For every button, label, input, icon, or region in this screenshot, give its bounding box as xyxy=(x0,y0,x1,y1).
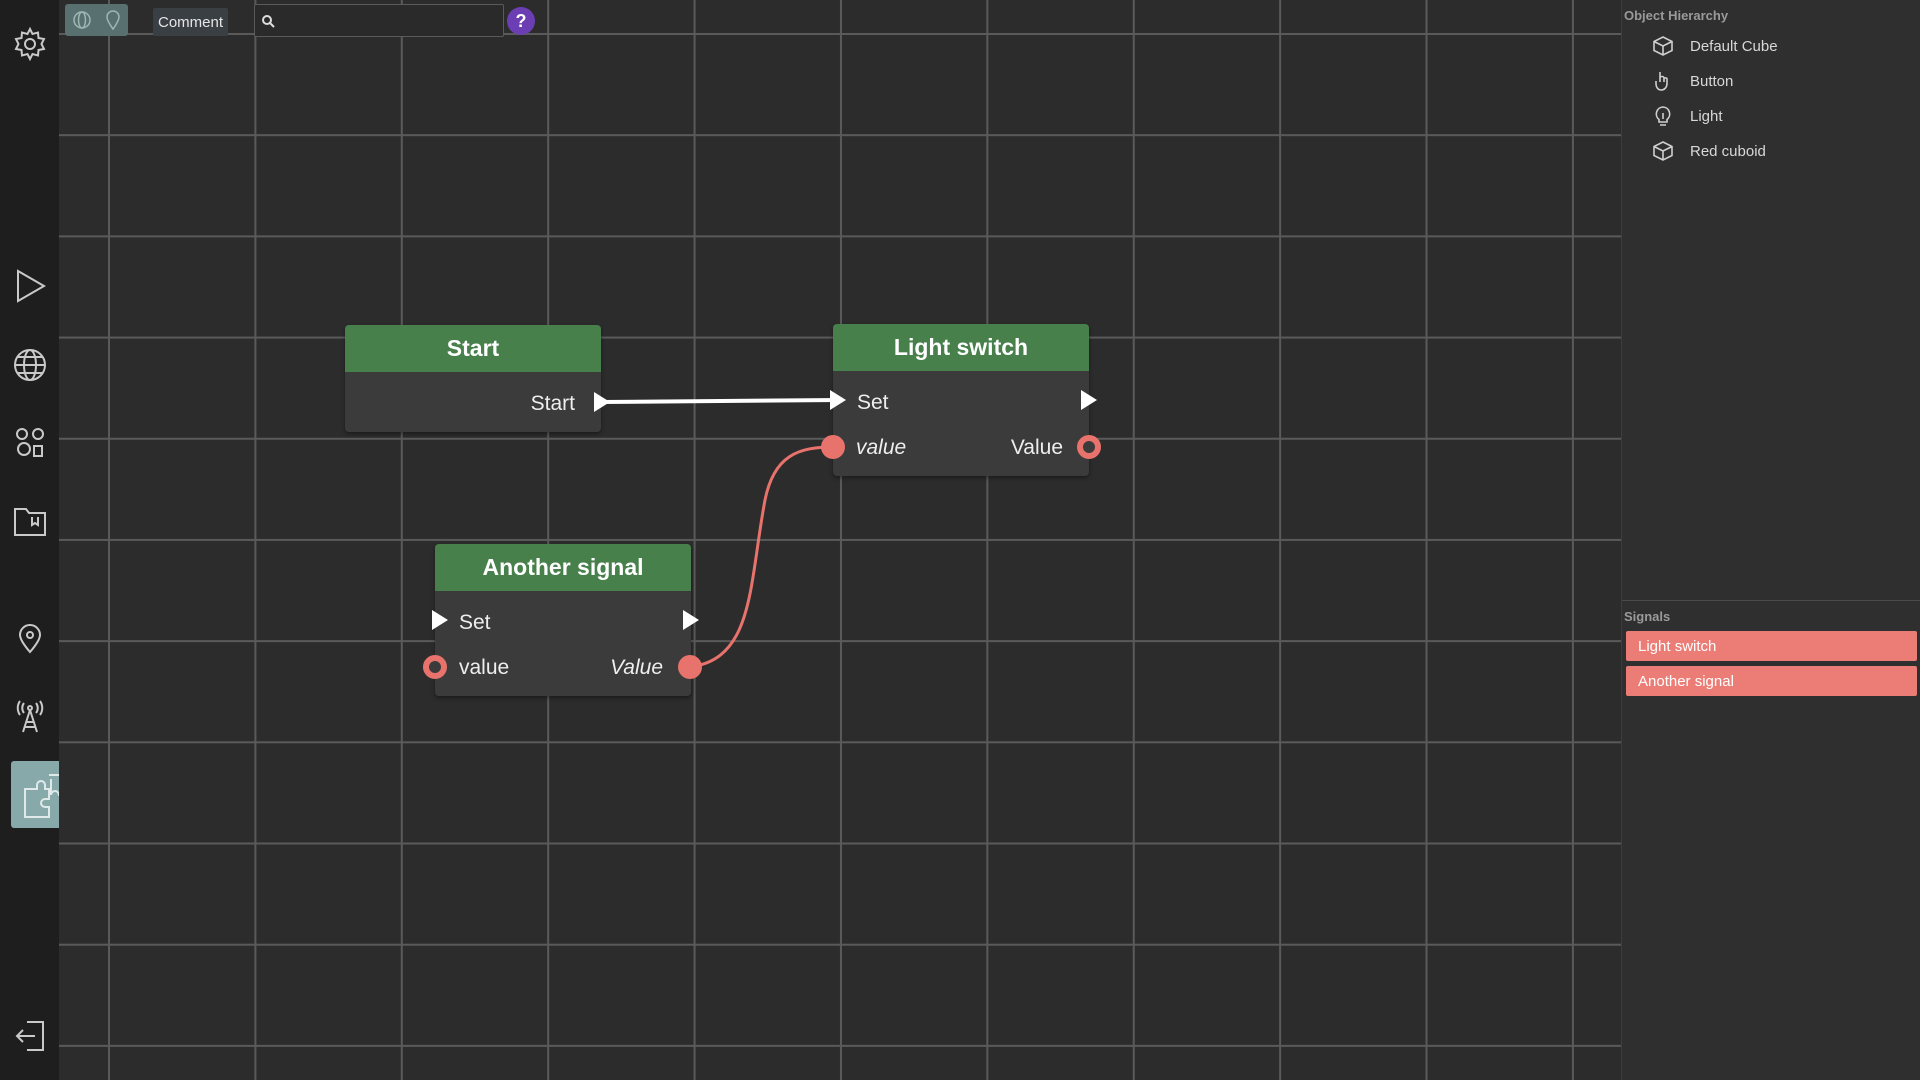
mode-toggle[interactable] xyxy=(65,4,128,36)
hierarchy-item[interactable]: Red cuboid xyxy=(1652,136,1766,166)
value-in-port[interactable] xyxy=(423,655,447,679)
hand-icon xyxy=(1655,72,1668,91)
search-input[interactable] xyxy=(281,11,503,30)
search-icon xyxy=(262,14,275,28)
help-button[interactable]: ? xyxy=(507,7,535,35)
connections-layer xyxy=(600,398,840,669)
signal-item-another-signal[interactable]: Another signal xyxy=(1626,666,1917,696)
exit-icon[interactable] xyxy=(0,1019,59,1053)
pin-mode-icon[interactable] xyxy=(104,9,122,31)
hierarchy-item[interactable]: Button xyxy=(1652,66,1733,96)
exec-out-port[interactable] xyxy=(594,392,610,412)
cube-icon xyxy=(1653,36,1673,56)
location-pin-icon[interactable] xyxy=(0,624,59,654)
signals-title: Signals xyxy=(1624,609,1671,624)
node-light-switch[interactable]: Light switch Set value Value xyxy=(821,324,1101,476)
signal-item-light-switch[interactable]: Light switch xyxy=(1626,631,1917,661)
left-toolbar xyxy=(0,0,79,1080)
antenna-icon[interactable] xyxy=(0,700,59,734)
bulb-icon xyxy=(1655,106,1671,126)
objects-icon[interactable] xyxy=(0,424,59,460)
port-label: Set xyxy=(459,611,491,634)
port-label: Value xyxy=(610,656,663,679)
exec-in-port[interactable] xyxy=(432,610,448,630)
exec-connection xyxy=(600,398,840,404)
port-label: value xyxy=(856,436,907,459)
search-box[interactable] xyxy=(254,4,504,37)
port-label: Value xyxy=(1010,436,1063,459)
node-title: Start xyxy=(345,325,601,372)
panel-divider xyxy=(1622,600,1920,601)
node-another-signal[interactable]: Another signal Set value Value xyxy=(423,544,702,696)
port-label: Set xyxy=(857,391,889,414)
port-label: Start xyxy=(530,392,575,415)
node-start[interactable]: Start Start xyxy=(345,325,610,432)
hierarchy-item[interactable]: Light xyxy=(1652,101,1723,131)
hierarchy-item[interactable]: Default Cube xyxy=(1652,31,1778,61)
settings-gear-icon[interactable] xyxy=(0,26,59,62)
globe-mode-icon[interactable] xyxy=(71,9,93,31)
folder-icon[interactable] xyxy=(0,503,59,539)
exec-out-port[interactable] xyxy=(683,610,699,630)
hierarchy-title: Object Hierarchy xyxy=(1624,8,1729,23)
right-panel: Object Hierarchy Default Cube Button Lig… xyxy=(1621,0,1920,1080)
node-graph-canvas[interactable]: Comment ? Start Start Light switch Set v… xyxy=(59,0,1621,1080)
hierarchy-item-label: Red cuboid xyxy=(1690,142,1766,160)
node-title: Another signal xyxy=(435,544,691,591)
value-in-port[interactable] xyxy=(821,435,845,459)
play-icon[interactable] xyxy=(0,268,59,304)
exec-out-port[interactable] xyxy=(1081,390,1097,410)
value-connection xyxy=(688,445,834,669)
comment-button[interactable]: Comment xyxy=(153,8,228,36)
value-out-port[interactable] xyxy=(1077,435,1101,459)
globe-icon[interactable] xyxy=(0,347,59,383)
cube-icon xyxy=(1653,141,1673,161)
port-label: value xyxy=(459,656,510,679)
exec-in-port[interactable] xyxy=(830,390,846,410)
hierarchy-item-label: Button xyxy=(1690,72,1734,90)
value-out-port[interactable] xyxy=(678,655,702,679)
node-title: Light switch xyxy=(833,324,1089,371)
hierarchy-item-label: Default Cube xyxy=(1690,37,1778,55)
hierarchy-item-label: Light xyxy=(1690,107,1723,125)
